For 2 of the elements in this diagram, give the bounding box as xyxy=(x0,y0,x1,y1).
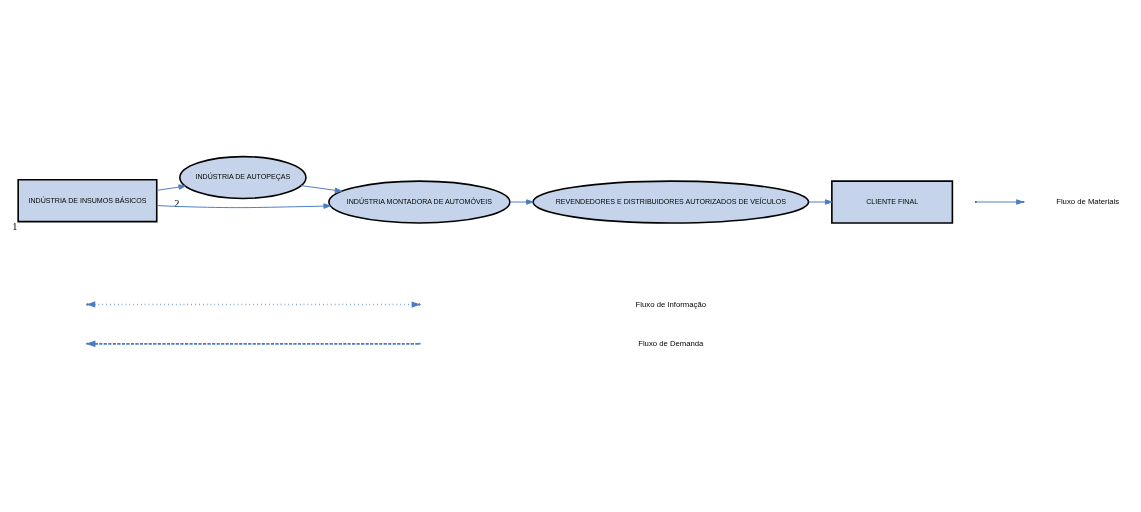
node-label: 1 xyxy=(12,220,18,232)
node-label: 2 xyxy=(174,197,180,209)
